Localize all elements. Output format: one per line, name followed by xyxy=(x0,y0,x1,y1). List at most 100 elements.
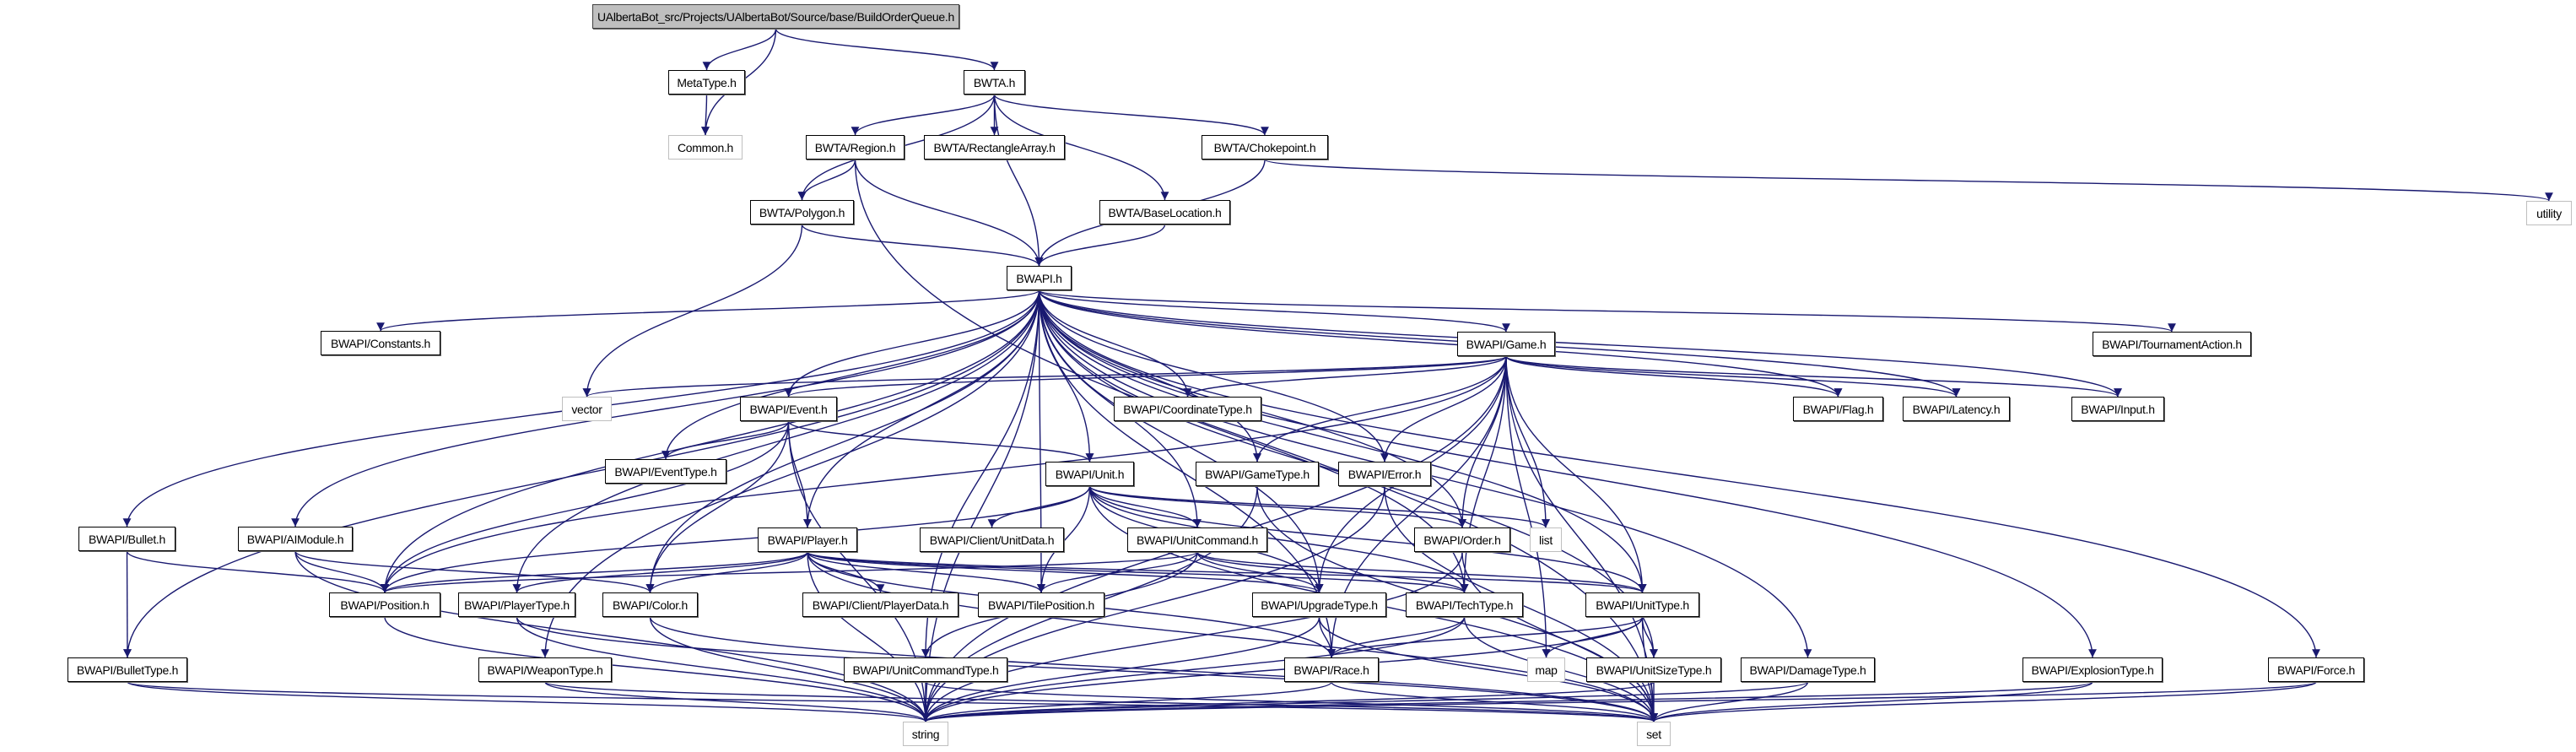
node-bwapi-eventtype[interactable]: BWAPI/EventType.h xyxy=(605,459,726,484)
edge-unitcommand-to-techtype xyxy=(1196,551,1469,593)
edge-event-to-position xyxy=(381,420,790,593)
edge-game-to-vector xyxy=(583,355,1507,398)
node-bwapi-unitsizetype[interactable]: BWAPI/UnitSizeType.h xyxy=(1586,657,1721,682)
edge-bwapi-to-tournament xyxy=(1038,289,2176,333)
edge-bwapi-to-flag xyxy=(1038,289,1843,398)
node-bwapi-bullet[interactable]: BWAPI/Bullet.h xyxy=(78,527,176,551)
edge-game-to-order xyxy=(1458,355,1507,528)
edge-player-to-set xyxy=(807,551,1658,722)
node-bwta-polygon[interactable]: BWTA/Polygon.h xyxy=(750,200,854,225)
node-metatype[interactable]: MetaType.h xyxy=(668,70,745,95)
edge-player-to-color xyxy=(645,551,808,593)
node-bwta-region[interactable]: BWTA/Region.h xyxy=(806,135,905,160)
node-common[interactable]: Common.h xyxy=(668,135,743,160)
node-vector[interactable]: vector xyxy=(562,397,612,421)
edge-bullettype-to-set xyxy=(127,681,1658,722)
edge-unitcommand-to-position xyxy=(381,551,1198,593)
node-bwapi-input[interactable]: BWAPI/Input.h xyxy=(2071,397,2164,421)
edge-explosiontype-to-set xyxy=(1650,681,2093,722)
edge-bwapi-to-force xyxy=(1038,289,2320,658)
node-bwapi-event[interactable]: BWAPI/Event.h xyxy=(740,397,837,421)
node-bwapi-client-playerdata[interactable]: BWAPI/Client/PlayerData.h xyxy=(802,592,959,617)
edge-force-to-string xyxy=(921,681,2317,722)
node-bwapi-unitcommand[interactable]: BWAPI/UnitCommand.h xyxy=(1127,527,1267,552)
node-bwapi-unittype[interactable]: BWAPI/UnitType.h xyxy=(1585,592,1699,617)
node-bwapi-color[interactable]: BWAPI/Color.h xyxy=(602,592,698,617)
edge-unitcommand-to-upgradetype xyxy=(1196,551,1324,593)
edge-polygon-to-bwapi xyxy=(801,224,1044,267)
edge-unit-to-unittype xyxy=(1088,485,1647,593)
node-bwta-chokepoint[interactable]: BWTA/Chokepoint.h xyxy=(1202,135,1328,160)
edge-player-to-upgradetype xyxy=(807,551,1324,593)
edge-event-to-unit xyxy=(787,420,1094,463)
edge-region-to-set xyxy=(854,159,1658,722)
edge-event-to-color xyxy=(645,420,790,593)
edge-damagetype-to-string xyxy=(921,681,1809,722)
node-bwapi-client-unitdata[interactable]: BWAPI/Client/UnitData.h xyxy=(920,527,1064,552)
node-bwapi-weapontype[interactable]: BWAPI/WeaponType.h xyxy=(478,657,612,682)
edge-game-to-input xyxy=(1505,355,2122,398)
node-bwapi-player[interactable]: BWAPI/Player.h xyxy=(758,527,857,552)
node-bwapi-error[interactable]: BWAPI/Error.h xyxy=(1338,462,1431,486)
node-bwapi-game[interactable]: BWAPI/Game.h xyxy=(1457,332,1555,356)
node-bwapi-constants[interactable]: BWAPI/Constants.h xyxy=(321,331,440,355)
node-bwapi-tournamentaction[interactable]: BWAPI/TournamentAction.h xyxy=(2093,332,2251,356)
node-bwapi-upgradetype[interactable]: BWAPI/UpgradeType.h xyxy=(1252,592,1386,617)
node-string[interactable]: string xyxy=(903,722,948,746)
node-bwapi-race[interactable]: BWAPI/Race.h xyxy=(1284,657,1379,682)
edge-explosiontype-to-string xyxy=(921,681,2093,722)
edge-bwapi-to-game xyxy=(1038,289,1510,333)
edge-unit-to-order xyxy=(1088,485,1466,528)
node-bwapi-flag[interactable]: BWAPI/Flag.h xyxy=(1793,397,1883,421)
node-bwapi-unit[interactable]: BWAPI/Unit.h xyxy=(1045,462,1134,486)
node-bwapi-position[interactable]: BWAPI/Position.h xyxy=(329,592,440,617)
edge-bwapi-to-color xyxy=(645,289,1040,593)
edge-game-to-event xyxy=(784,355,1507,398)
edge-metatype-to-common xyxy=(701,94,710,136)
edge-event-to-eventtype xyxy=(662,420,790,460)
edge-player-to-playertype xyxy=(512,551,808,593)
edge-color-to-string xyxy=(649,616,930,722)
edge-bwapi-to-weapontype xyxy=(541,289,1040,658)
node-bwapi-explosiontype[interactable]: BWAPI/ExplosionType.h xyxy=(2022,657,2163,682)
edge-bullet-to-bullettype xyxy=(123,550,132,658)
node-set[interactable]: set xyxy=(1637,722,1671,746)
node-bwapi-damagetype[interactable]: BWAPI/DamageType.h xyxy=(1741,657,1875,682)
edge-bwapi-to-aimodule xyxy=(291,289,1040,527)
edge-upgradetype-to-set xyxy=(1318,616,1658,722)
edge-unit-to-position xyxy=(381,485,1091,593)
edge-unit-to-tileposition xyxy=(1037,485,1091,593)
node-root-file[interactable]: UAlbertaBot_src/Projects/UAlbertaBot/Sou… xyxy=(592,4,959,29)
node-map[interactable]: map xyxy=(1527,657,1565,682)
node-bwapi-force[interactable]: BWAPI/Force.h xyxy=(2268,657,2364,682)
edge-unittype-to-string xyxy=(921,616,1644,722)
edge-player-to-tileposition xyxy=(807,551,1045,593)
edge-bwapi-to-input xyxy=(1038,289,2122,398)
node-bwapi-unitcommandtype[interactable]: BWAPI/UnitCommandType.h xyxy=(844,657,1007,682)
node-bwapi-coordinatetype[interactable]: BWAPI/CoordinateType.h xyxy=(1114,397,1261,421)
node-bwapi-order[interactable]: BWAPI/Order.h xyxy=(1414,527,1510,552)
edge-bwapi-to-error xyxy=(1038,289,1389,463)
node-bwapi-techtype[interactable]: BWAPI/TechType.h xyxy=(1406,592,1523,617)
edge-region-to-polygon xyxy=(797,159,856,201)
edge-bwapi-to-coordtype xyxy=(1038,289,1192,398)
node-bwapi-latency[interactable]: BWAPI/Latency.h xyxy=(1903,397,2010,421)
edge-weapontype-to-set xyxy=(544,681,1658,722)
node-bwta-baselocation[interactable]: BWTA/BaseLocation.h xyxy=(1099,200,1230,225)
node-bwta[interactable]: BWTA.h xyxy=(964,70,1025,95)
edge-bullet-to-position xyxy=(126,550,389,593)
node-bwta-rectanglearray[interactable]: BWTA/RectangleArray.h xyxy=(924,135,1065,160)
node-bwapi[interactable]: BWAPI.h xyxy=(1007,266,1072,290)
node-bwapi-aimodule[interactable]: BWAPI/AIModule.h xyxy=(238,527,353,551)
edge-bwapi-to-explosiontype xyxy=(1038,289,2097,658)
node-bwapi-gametype[interactable]: BWAPI/GameType.h xyxy=(1196,462,1319,486)
node-bwapi-tileposition[interactable]: BWAPI/TilePosition.h xyxy=(978,592,1104,617)
edge-techtype-to-race xyxy=(1327,616,1466,658)
edge-weapontype-to-string xyxy=(544,681,930,722)
edge-bwapi-to-bullettype xyxy=(123,289,1040,658)
node-utility[interactable]: utility xyxy=(2526,201,2572,225)
node-bwapi-playertype[interactable]: BWAPI/PlayerType.h xyxy=(458,592,575,617)
node-bwapi-bullettype[interactable]: BWAPI/BulletType.h xyxy=(68,657,187,682)
node-list[interactable]: list xyxy=(1530,527,1562,552)
